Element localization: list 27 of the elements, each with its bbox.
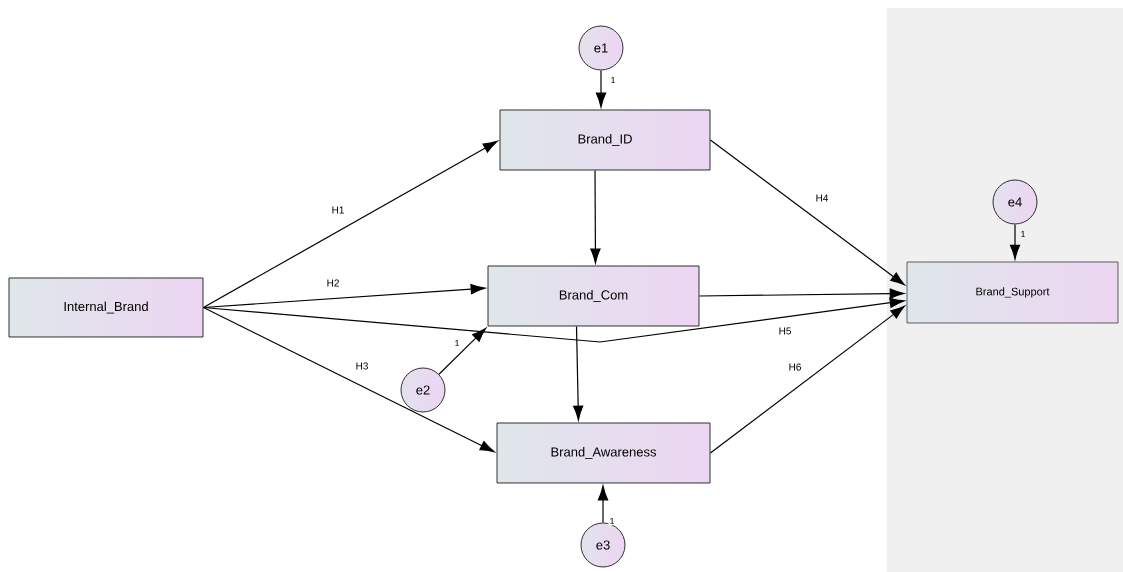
edge-label: H1 xyxy=(330,205,346,215)
edge-label: 1 xyxy=(609,75,617,85)
edge-label: 1 xyxy=(1019,229,1027,239)
edge-label: H2 xyxy=(325,278,341,288)
edge-label: 1 xyxy=(608,516,616,526)
edge-label: H4 xyxy=(814,193,830,203)
arrow xyxy=(698,288,905,299)
edge-label: H5 xyxy=(777,326,793,336)
arrow xyxy=(709,139,905,286)
arrow xyxy=(590,169,601,264)
arrow xyxy=(202,297,905,343)
variable-box: Brand_Com xyxy=(487,265,700,327)
variable-box: Brand_ID xyxy=(499,109,711,171)
arrow xyxy=(597,485,609,524)
arrow xyxy=(573,325,584,421)
arrow xyxy=(709,305,906,454)
arrow xyxy=(438,327,487,375)
arrow xyxy=(202,306,495,453)
edge-label: H6 xyxy=(787,362,803,372)
variable-box: Brand_Awareness xyxy=(496,422,711,484)
variable-box: Internal_Brand xyxy=(8,277,204,338)
arrow xyxy=(595,69,607,108)
arrow xyxy=(1009,223,1021,260)
edge-label: H3 xyxy=(354,361,370,371)
arrow xyxy=(202,140,498,309)
variable-box: Brand_Support xyxy=(906,261,1119,324)
edge-label: 1 xyxy=(453,338,461,348)
